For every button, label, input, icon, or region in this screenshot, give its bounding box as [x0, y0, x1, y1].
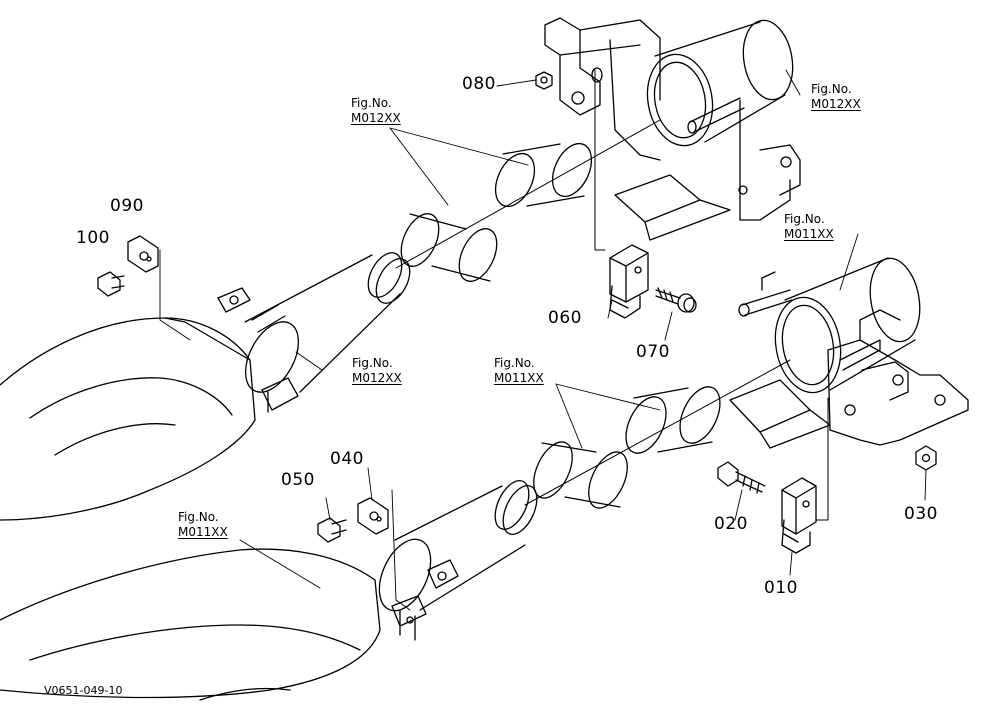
figure-reference-lower-tube: Fig.No. M011XX [178, 510, 228, 540]
lower-housing-cylinder [768, 254, 926, 397]
upper-tube-bracket [218, 288, 250, 312]
upper-support-bracket [545, 18, 800, 240]
part-label-070: 070 [636, 342, 670, 362]
figure-ref-code: M011XX [494, 371, 544, 385]
lower-tube-bracket [428, 560, 458, 588]
drawing-id: V0651-049-10 [44, 684, 123, 697]
part-label-060: 060 [548, 308, 582, 328]
part-label-090: 090 [110, 196, 144, 216]
part-060-clip [610, 245, 648, 318]
upper-bushing-left [394, 208, 505, 287]
figure-reference-lower-housing: Fig.No. M011XX [784, 212, 834, 242]
figure-ref-code: M012XX [352, 371, 402, 385]
upper-bushing-right [488, 137, 599, 212]
part-050-bolt [318, 518, 346, 542]
figure-ref-code: M011XX [784, 227, 834, 241]
lower-bushing-right [618, 381, 728, 460]
part-090-plate [128, 236, 158, 272]
part-030-nut [916, 446, 936, 470]
lower-main-tube [395, 486, 525, 610]
part-020-bolt [718, 462, 765, 493]
leader-lines [160, 70, 926, 610]
part-label-040: 040 [330, 449, 364, 469]
part-080-nut [536, 72, 552, 89]
lower-axle-assembly [0, 254, 968, 700]
upper-seat-shape [0, 318, 255, 520]
upper-housing-cylinder [640, 16, 798, 150]
figure-ref-prefix: Fig.No. [784, 212, 825, 226]
figure-reference-upper-bushings: Fig.No. M012XX [351, 96, 401, 126]
part-label-050: 050 [281, 470, 315, 490]
figure-reference-upper-housing: Fig.No. M012XX [811, 82, 861, 112]
lower-bushing-left [526, 436, 635, 514]
upper-axle-assembly [0, 16, 800, 520]
figure-ref-code: M011XX [178, 525, 228, 539]
part-label-010: 010 [764, 578, 798, 598]
part-label-080: 080 [462, 74, 496, 94]
lower-support-bracket [730, 310, 968, 448]
part-010-clip [782, 478, 816, 553]
part-100-bolt [98, 272, 124, 296]
part-label-100: 100 [76, 228, 110, 248]
part-label-020: 020 [714, 514, 748, 534]
figure-ref-code: M012XX [351, 111, 401, 125]
lower-seat-shape [0, 549, 380, 697]
upper-main-tube [245, 255, 400, 392]
part-070-bolt [656, 288, 696, 312]
figure-ref-prefix: Fig.No. [494, 356, 535, 370]
part-040-plate [358, 498, 388, 534]
part-label-030: 030 [904, 504, 938, 524]
figure-ref-code: M012XX [811, 97, 861, 111]
figure-reference-lower-bushings: Fig.No. M011XX [494, 356, 544, 386]
figure-reference-upper-tube: Fig.No. M012XX [352, 356, 402, 386]
figure-ref-prefix: Fig.No. [351, 96, 392, 110]
figure-ref-prefix: Fig.No. [352, 356, 393, 370]
figure-ref-prefix: Fig.No. [811, 82, 852, 96]
figure-ref-prefix: Fig.No. [178, 510, 219, 524]
